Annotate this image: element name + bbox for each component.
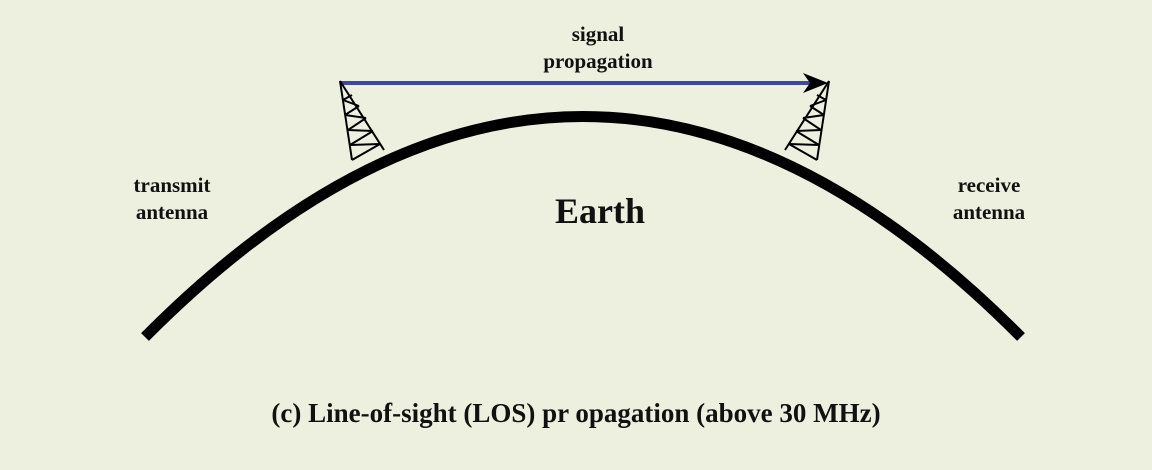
signal-propagation-label: signal propagation (498, 21, 698, 75)
signal-label-line2: propagation (543, 49, 653, 73)
signal-label-line1: signal (571, 22, 625, 46)
receive-tower-icon (784, 80, 830, 161)
transmit-antenna-label: transmit antenna (92, 172, 252, 226)
transmit-label-line2: antenna (135, 200, 209, 224)
receive-antenna-label: receive antenna (909, 172, 1069, 226)
earth-label: Earth (555, 191, 645, 231)
arrowhead-icon (803, 73, 828, 93)
transmit-tower-icon (339, 80, 385, 161)
transmit-label-line1: transmit (133, 173, 211, 197)
earth-surface-curve (141, 111, 1025, 341)
receive-label-line1: receive (957, 173, 1021, 197)
receive-label-line2: antenna (952, 200, 1026, 224)
diagram-caption: (c) Line-of-sight (LOS) pr opagation (ab… (271, 398, 881, 428)
